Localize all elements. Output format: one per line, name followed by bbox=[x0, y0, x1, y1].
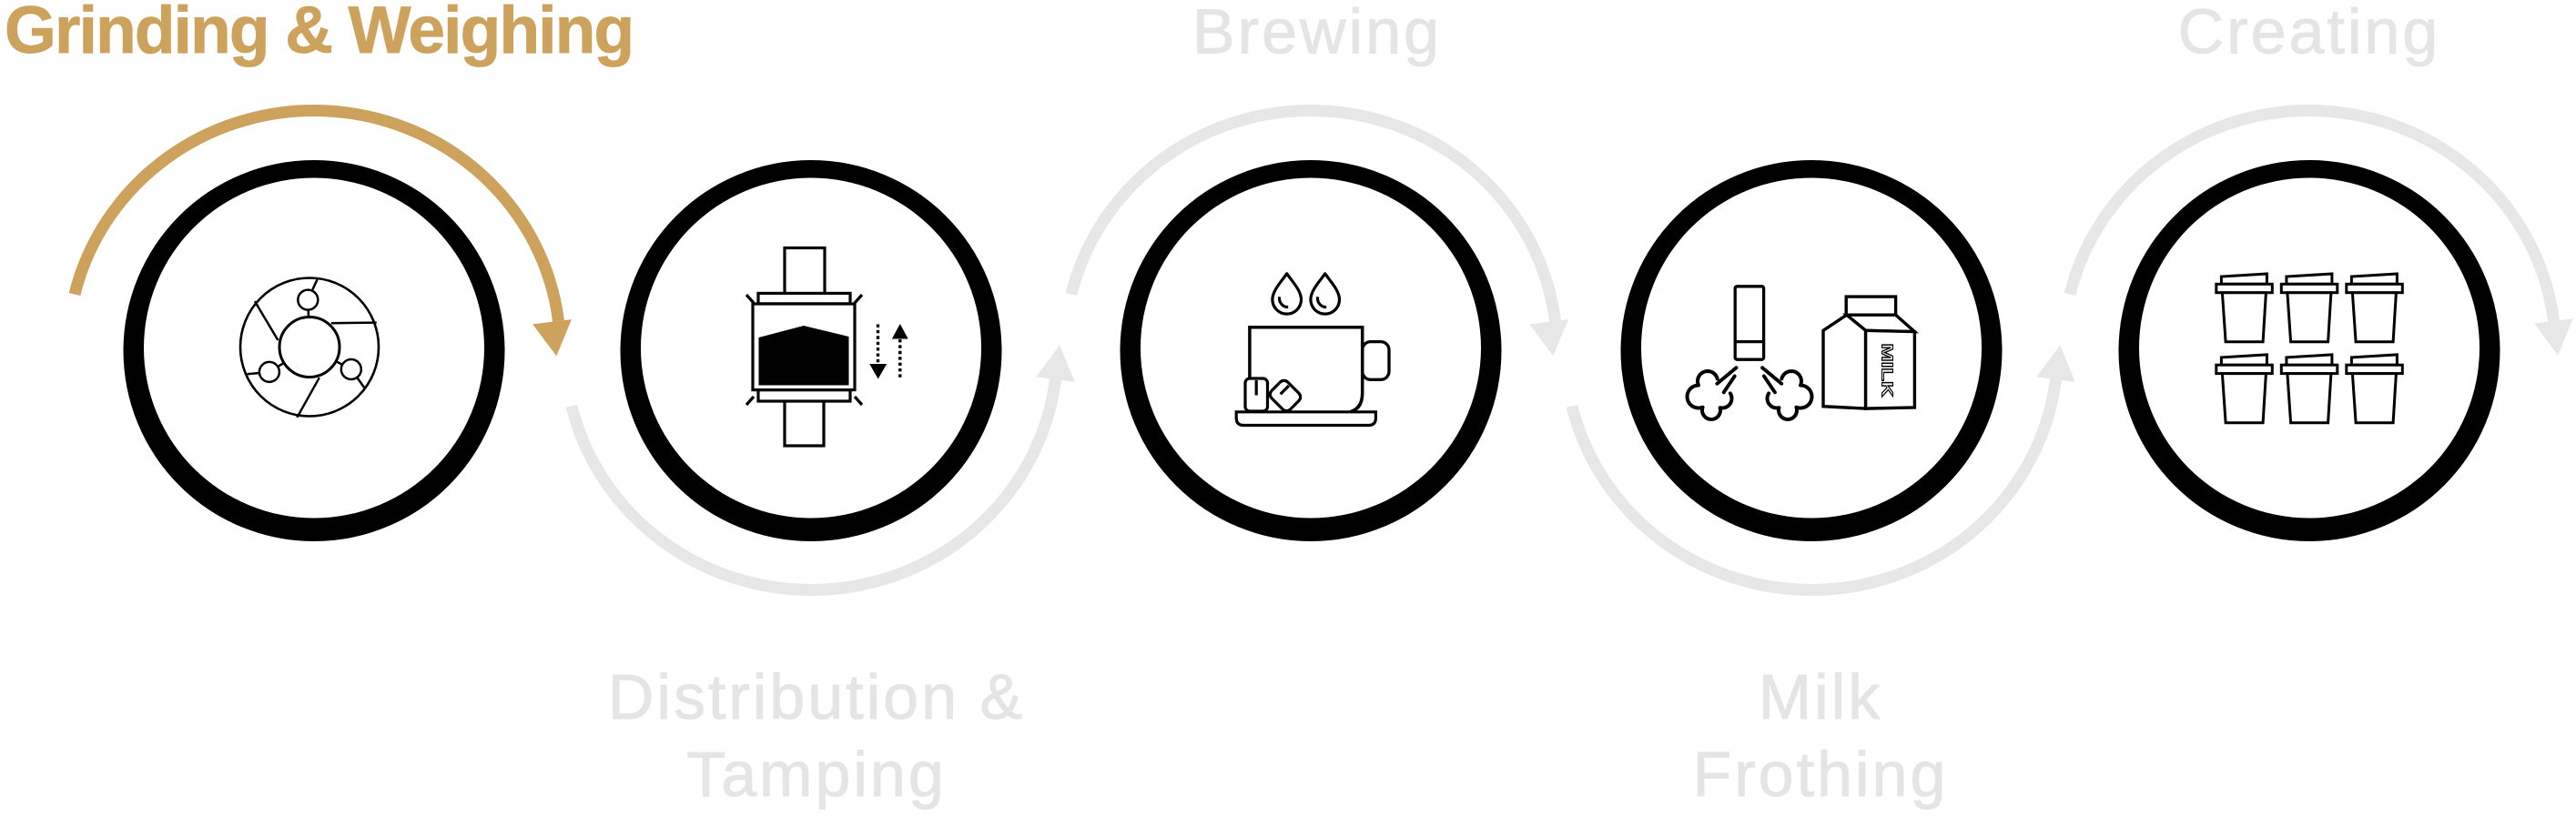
svg-text:Frothing: Frothing bbox=[1693, 739, 1949, 810]
svg-text:Brewing: Brewing bbox=[1192, 0, 1442, 66]
svg-text:Grinding & Weighing: Grinding & Weighing bbox=[5, 0, 633, 67]
svg-text:MILK: MILK bbox=[1879, 344, 1897, 398]
svg-text:Creating: Creating bbox=[2178, 0, 2441, 66]
svg-text:Distribution &: Distribution & bbox=[608, 661, 1025, 732]
svg-text:Milk: Milk bbox=[1759, 661, 1882, 732]
svg-text:Tamping: Tamping bbox=[686, 739, 947, 810]
